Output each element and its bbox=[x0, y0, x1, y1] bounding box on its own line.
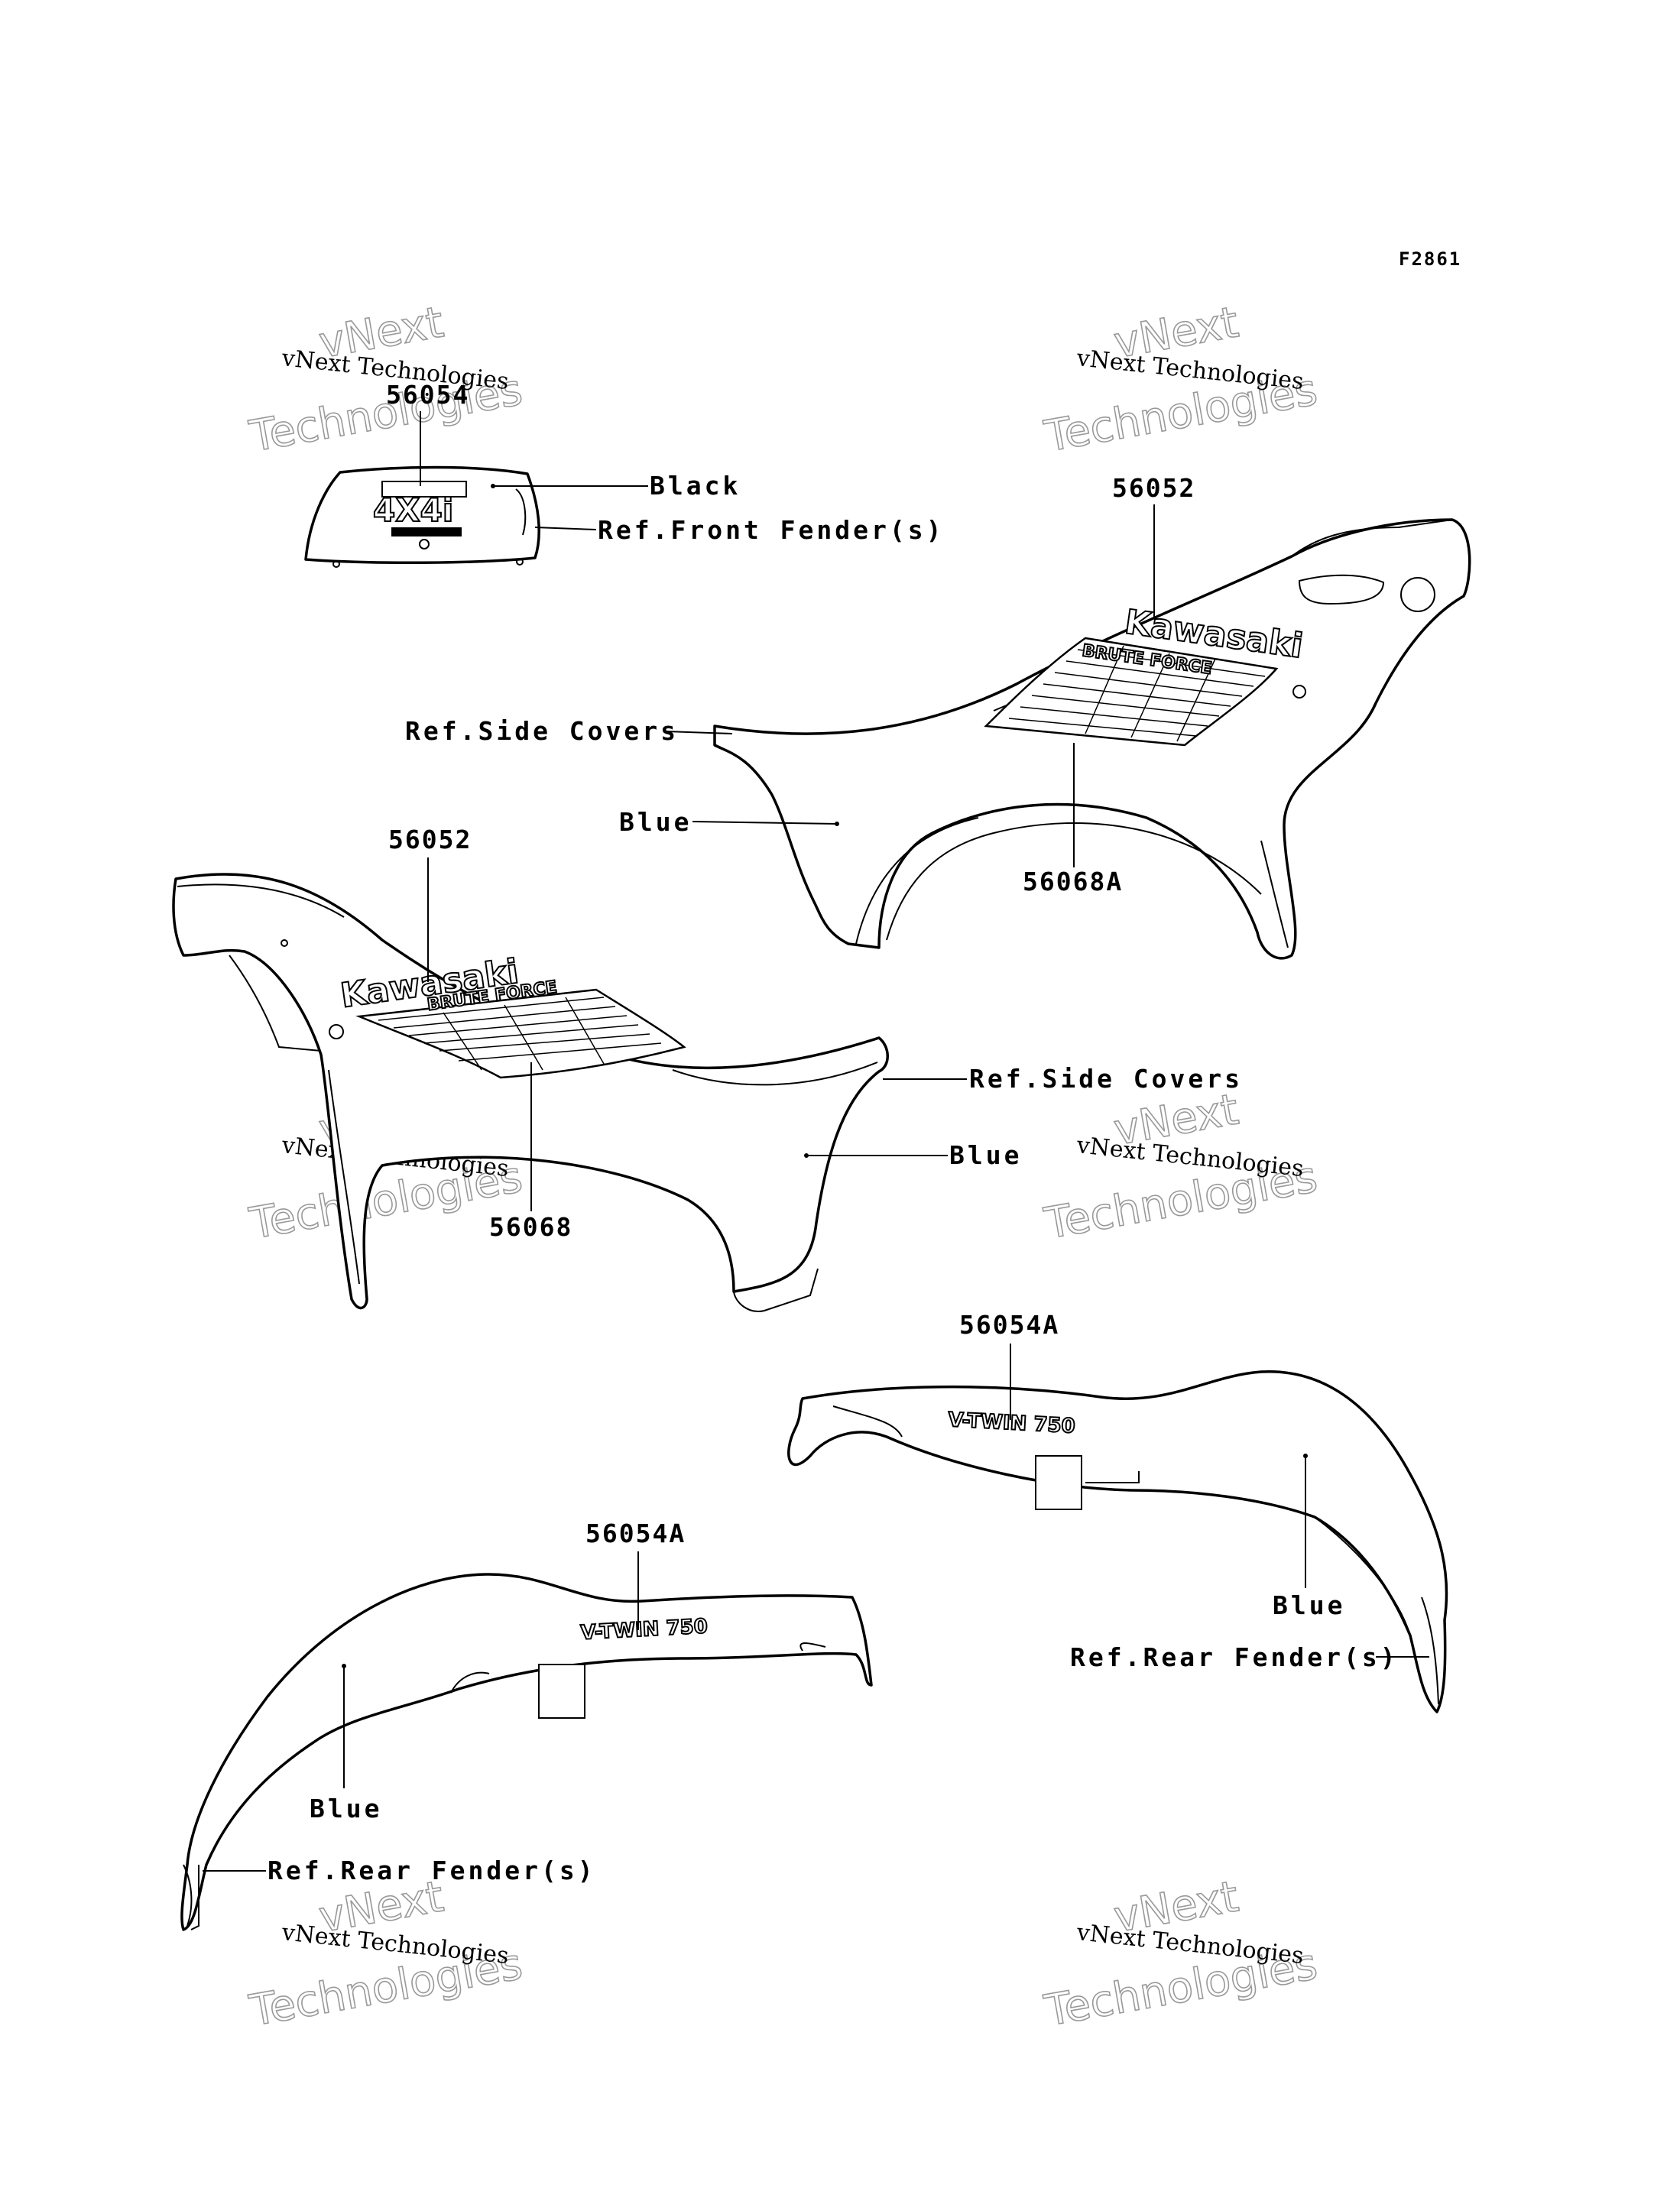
right-side-cover-shape bbox=[713, 518, 1471, 960]
right-cover-part-number: 56052 bbox=[1112, 473, 1195, 503]
left-rear-ref-label: Ref.Rear Fender(s) bbox=[268, 1856, 596, 1885]
front-decal-band bbox=[381, 481, 467, 498]
left-cover-part-number: 56052 bbox=[388, 825, 472, 854]
right-rear-bracket bbox=[1035, 1455, 1082, 1510]
left-stripe-lines bbox=[378, 997, 662, 1071]
left-rear-fender-group: V-TWIN 750 56054A Blue Ref.Rear Fender(s… bbox=[180, 1519, 873, 1931]
left-rear-fender-shape bbox=[180, 1573, 873, 1931]
right-stripe-decal bbox=[984, 637, 1279, 747]
left-cover-ref-label: Ref.Side Covers bbox=[969, 1064, 1243, 1094]
front-decal-text: 4X4i bbox=[373, 491, 453, 529]
left-rear-part-number: 56054A bbox=[585, 1519, 686, 1548]
right-rear-fender-group: V-TWIN 750 56054A Blue Ref.Rear Fender(s… bbox=[787, 1310, 1448, 1713]
figure-code: F2861 bbox=[1399, 248, 1461, 270]
right-cover-ref-label: Ref.Side Covers bbox=[405, 716, 679, 746]
front-fender-ref-label: Ref.Front Fender(s) bbox=[598, 515, 945, 545]
front-fender-color-label: Black bbox=[650, 471, 741, 501]
front-fender-part-number: 56054 bbox=[386, 380, 469, 410]
left-cover-color-label: Blue bbox=[949, 1140, 1022, 1170]
front-fender-group: 4X4i 56054 Black Ref.Front Fender(s) bbox=[304, 380, 945, 568]
left-rear-color-label: Blue bbox=[310, 1794, 382, 1823]
right-rear-color-label: Blue bbox=[1273, 1590, 1345, 1620]
left-rear-bracket bbox=[538, 1664, 585, 1719]
right-cover-color-label: Blue bbox=[619, 807, 692, 837]
left-stripe-part-number: 56068 bbox=[489, 1212, 572, 1242]
left-side-cover-group: Kawasaki BRUTE FORCE 56052 Ref.Side Cove… bbox=[172, 825, 1243, 1312]
front-decal-strip bbox=[391, 527, 462, 536]
right-rear-part-number: 56054A bbox=[959, 1310, 1059, 1340]
front-fender-shape bbox=[304, 465, 540, 565]
right-rear-ref-label: Ref.Rear Fender(s) bbox=[1070, 1642, 1399, 1672]
right-stripe-lines bbox=[1008, 645, 1266, 742]
right-side-cover-group: Kawasaki BRUTE FORCE 56052 Ref.Side Cove… bbox=[405, 473, 1471, 960]
right-rear-fender-shape bbox=[787, 1370, 1448, 1713]
right-stripe-part-number: 56068A bbox=[1023, 867, 1123, 896]
